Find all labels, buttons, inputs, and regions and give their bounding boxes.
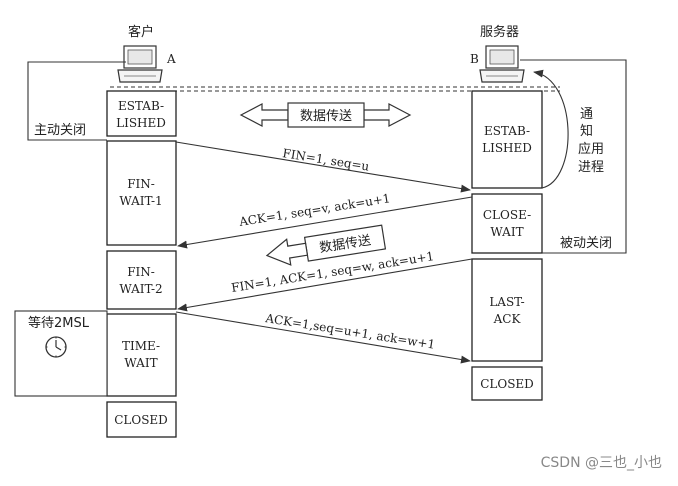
server-computer-icon xyxy=(479,45,525,83)
client-state-closed: CLOSED xyxy=(106,401,177,438)
server-state-established: ESTAB- LISHED xyxy=(471,90,543,189)
svg-text:FIN-: FIN- xyxy=(127,177,155,191)
svg-text:WAIT: WAIT xyxy=(124,356,157,370)
client-state-established: ESTAB- LISHED xyxy=(106,90,177,137)
svg-text:应用: 应用 xyxy=(578,141,604,157)
data-transfer-single-arrow: 数据传送 xyxy=(265,224,387,266)
svg-text:进程: 进程 xyxy=(578,160,604,175)
server-letter: B xyxy=(470,52,479,66)
passive-close-line xyxy=(520,59,627,254)
svg-text:ACK: ACK xyxy=(493,312,522,326)
svg-text:通: 通 xyxy=(580,107,593,122)
client-letter: A xyxy=(166,52,176,66)
svg-text:LAST-: LAST- xyxy=(489,295,524,309)
svg-text:LISHED: LISHED xyxy=(482,141,532,155)
client-state-fin-wait-2: FIN- WAIT-2 xyxy=(106,250,177,310)
server-state-closed: CLOSED xyxy=(471,366,543,401)
svg-text:LISHED: LISHED xyxy=(116,116,166,130)
wait-2msl-annotation: 等待2MSL xyxy=(14,310,108,397)
svg-text:WAIT: WAIT xyxy=(490,225,523,239)
server-state-close-wait: CLOSE- WAIT xyxy=(471,193,543,254)
msg-fin-arrow xyxy=(175,141,471,193)
server-title: 服务器 xyxy=(480,24,519,40)
active-close-label: 主动关闭 xyxy=(34,123,86,138)
data-transfer-label-1: 数据传送 xyxy=(300,109,352,124)
svg-text:WAIT-1: WAIT-1 xyxy=(119,194,162,208)
clock-icon xyxy=(45,336,67,358)
client-title: 客户 xyxy=(128,24,154,40)
client-computer-icon xyxy=(117,45,163,83)
svg-text:WAIT-2: WAIT-2 xyxy=(119,282,162,296)
notify-app-label: 通 知 应用 进程 xyxy=(578,107,604,175)
msg-final-ack-arrow xyxy=(175,311,471,364)
wait-2msl-label: 等待2MSL xyxy=(28,315,90,331)
svg-text:CLOSED: CLOSED xyxy=(480,377,534,391)
data-transfer-double-arrow: 数据传送 xyxy=(239,102,412,128)
msg-fin-label: FIN=1, seq=u xyxy=(282,146,371,174)
active-close-line xyxy=(27,61,126,141)
svg-text:TIME-: TIME- xyxy=(122,339,160,353)
svg-text:知: 知 xyxy=(580,123,593,139)
svg-text:CLOSE-: CLOSE- xyxy=(483,208,531,222)
csdn-watermark: CSDN @三也_小也 xyxy=(540,455,662,471)
msg-fin-ack-arrow xyxy=(177,258,473,312)
passive-close-label: 被动关闭 xyxy=(560,236,612,251)
notify-app-curve xyxy=(533,69,569,189)
svg-text:ESTAB-: ESTAB- xyxy=(484,124,530,138)
msg-ack-arrow xyxy=(177,196,473,249)
client-state-time-wait: TIME- WAIT xyxy=(106,313,177,397)
svg-text:ESTAB-: ESTAB- xyxy=(118,99,164,113)
client-state-fin-wait-1: FIN- WAIT-1 xyxy=(106,140,177,246)
svg-text:CLOSED: CLOSED xyxy=(114,413,168,427)
svg-text:FIN-: FIN- xyxy=(127,265,155,279)
server-state-last-ack: LAST- ACK xyxy=(471,258,543,362)
